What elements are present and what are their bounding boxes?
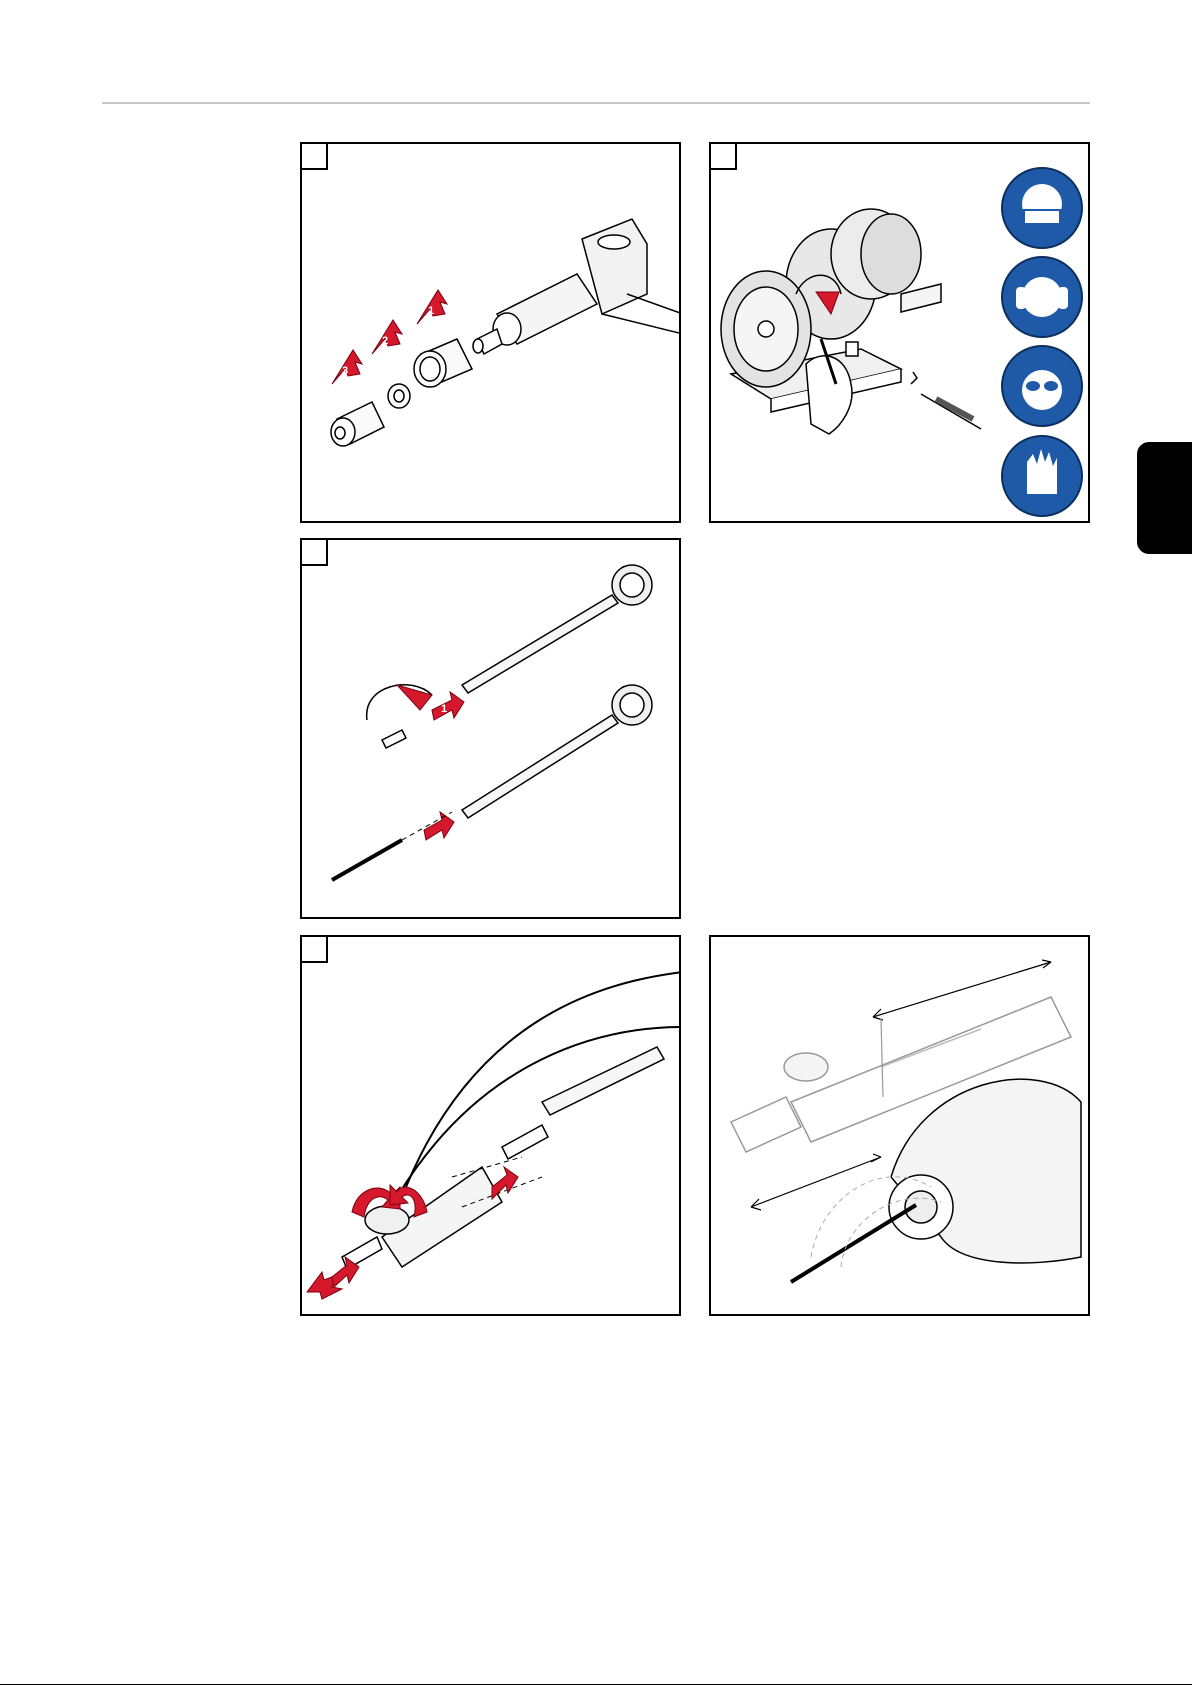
panel-adjust-gauge <box>300 935 681 1316</box>
safety-goggles-icon <box>1002 346 1082 426</box>
electrode-gauge-illustration <box>302 937 681 1316</box>
step-number-box <box>302 540 328 566</box>
chapter-tab[interactable] <box>1137 442 1192 554</box>
arrow-label: 1 <box>428 305 434 317</box>
dust-mask-icon <box>1002 168 1082 248</box>
ear-protection-icon <box>1002 257 1082 337</box>
ppe-icons <box>1002 168 1082 516</box>
step-number-box <box>302 144 328 170</box>
panel-gauge-detail <box>709 935 1090 1316</box>
protective-gloves-icon <box>1002 436 1082 516</box>
torch-disassembly-illustration: 1 2 3 <box>302 144 681 523</box>
arrow-label: 3 <box>342 365 348 377</box>
step-number-box <box>302 937 328 963</box>
electrode-insertion-illustration: 1 <box>302 540 681 919</box>
bench-grinder-illustration <box>711 144 1090 523</box>
panel-grind-electrode <box>709 142 1090 523</box>
panel-insert-electrode: 1 <box>300 538 681 919</box>
arrow-label: 1 <box>441 703 447 715</box>
header-rule <box>102 102 1090 104</box>
panel-disassemble: 1 2 3 <box>300 142 681 523</box>
gauge-detail-illustration <box>711 937 1090 1316</box>
arrow-label: 2 <box>382 335 388 347</box>
step-number-box <box>711 144 737 170</box>
